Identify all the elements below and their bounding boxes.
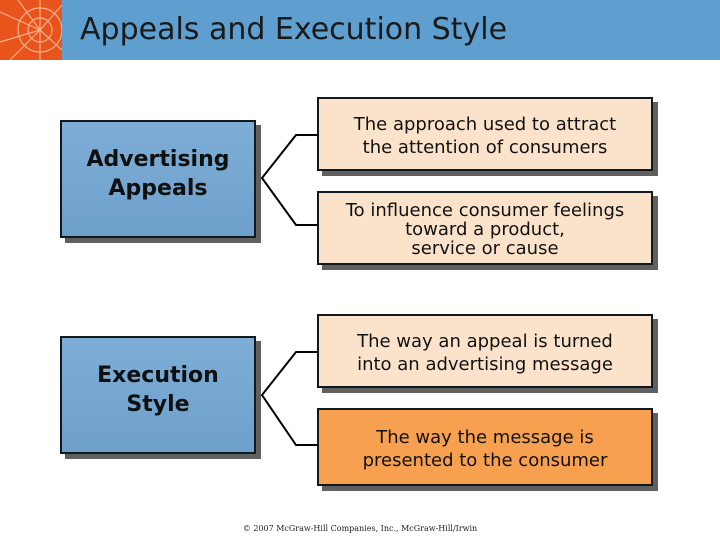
logo-icon: [0, 0, 62, 60]
connector-appeals: [262, 135, 320, 225]
advertising-appeals-label: Advertising Appeals: [87, 145, 230, 203]
approach-text: The approach used to attract the attenti…: [354, 113, 617, 159]
copyright-footer: © 2007 McGraw-Hill Companies, Inc., McGr…: [0, 524, 720, 533]
appeal-turned-text: The way an appeal is turned into an adve…: [357, 330, 613, 376]
connector-execution: [262, 352, 320, 445]
approach-box: The approach used to attract the attenti…: [317, 97, 653, 171]
influence-box: To influence consumer feelings toward a …: [317, 191, 653, 265]
execution-style-box: Execution Style: [60, 336, 256, 454]
advertising-appeals-box: Advertising Appeals: [60, 120, 256, 238]
appeal-turned-box: The way an appeal is turned into an adve…: [317, 314, 653, 388]
message-presented-text: The way the message is presented to the …: [363, 426, 608, 472]
influence-text: To influence consumer feelings toward a …: [346, 201, 625, 258]
execution-style-label: Execution Style: [97, 361, 219, 419]
page-title: Appeals and Execution Style: [80, 12, 507, 47]
message-presented-box: The way the message is presented to the …: [317, 408, 653, 486]
